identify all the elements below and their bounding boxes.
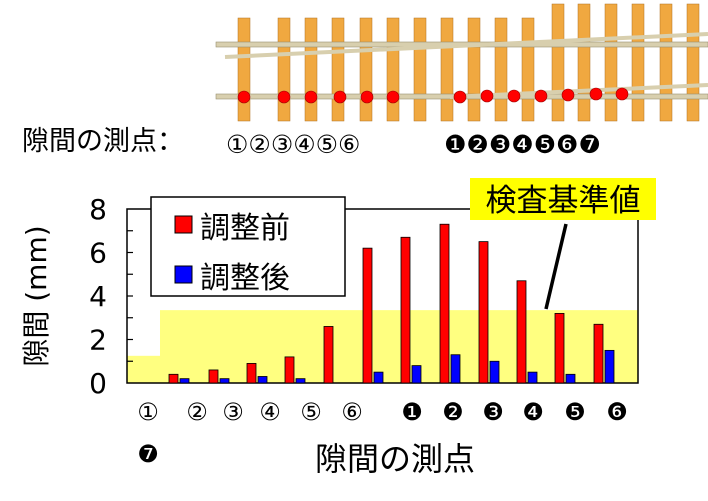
measurement-point-dot [589,87,603,101]
x-tick-label: ❻ [606,398,628,426]
bar-before [516,280,527,384]
threshold-region [127,355,160,383]
bar-before [554,312,565,384]
threshold-callout-box [470,178,656,220]
y-tick-label: 8 [89,193,107,226]
sleeper [304,17,318,122]
bar-after [373,371,384,384]
x-tick-label: ❸ [482,398,504,426]
measurement-point-dot [304,90,318,104]
measurement-point-dot [453,90,467,104]
bar-before [323,326,334,384]
sleeper [331,17,345,122]
measurement-point-dot [386,90,400,104]
sleeper [521,17,535,122]
bar-after [450,354,461,384]
sleeper [359,17,373,122]
measurement-point-dot [615,87,629,101]
sleeper [413,17,427,122]
sleeper [631,3,645,122]
bar-before [478,241,489,384]
bar-after [295,378,306,384]
legend-swatch [174,265,193,284]
sleeper [440,17,454,122]
sleeper [467,17,481,122]
bar-before [362,247,373,384]
bar-after [604,349,615,384]
bar-before [284,356,295,384]
turnout-track-diagram [215,3,708,122]
measurement-point-dot [480,89,494,103]
bar-before [246,363,257,384]
measurement-point-dot [277,90,291,104]
group-a-point-labels: ①②③④⑤⑥ [226,130,360,159]
x-tick-label: ① [137,398,159,426]
y-tick-label: 4 [89,280,107,313]
bar-before [400,236,411,384]
bar-before [208,369,219,384]
x-tick-label: ❹ [522,398,544,426]
x-tick-label: ❼ [137,440,159,468]
measurement-point-dot [333,90,347,104]
measurement-point-dot [507,89,521,103]
y-tick-label: 0 [89,367,107,400]
x-tick-label: ❺ [564,398,586,426]
callout-pointer-line [544,223,568,310]
bar-after [411,365,422,384]
y-tick-label: 6 [89,237,107,270]
x-tick-label: ② [186,398,208,426]
bar-after [489,360,500,384]
measurement-point-dot [237,90,251,104]
bar-after [257,376,268,384]
bar-before [168,373,179,384]
threshold-region [160,310,638,383]
bar-after [527,371,538,384]
sleeper [686,3,700,122]
x-tick-label: ❶ [401,398,423,426]
sleeper [277,17,291,122]
x-tick-label: ❷ [442,398,464,426]
measurement-point-dot [534,89,548,103]
points-label: 隙間の測点： [22,126,184,157]
bar-before [439,223,450,384]
bar-after [179,378,190,384]
measurement-point-dot [561,88,575,102]
sleeper [659,3,673,122]
x-tick-label: ⑤ [300,398,322,426]
sleeper [494,17,508,122]
group-b-point-labels: ❶❷❸❹❺❻❼ [444,130,601,159]
bar-after [565,373,576,384]
y-axis-label: 隙間 (mm) [20,225,53,366]
threshold-callout-label: 検査基準値 [486,183,641,219]
y-tick-label: 2 [89,324,107,357]
x-tick-label: ⑥ [341,398,363,426]
x-tick-label: ④ [259,398,281,426]
x-tick-label: ③ [222,398,244,426]
bar-after [219,378,230,384]
sleeper [604,3,618,122]
legend-swatch [174,215,193,234]
rail [224,32,708,59]
legend-label: 調整後 [200,261,290,296]
sleeper [551,3,565,122]
sleeper [577,3,591,122]
sleeper [237,17,251,122]
measurement-point-dot [360,90,374,104]
x-axis-label: 隙間の測点 [315,440,475,478]
sleeper [386,17,400,122]
legend-label: 調整前 [200,211,290,246]
bar-before [593,323,604,384]
